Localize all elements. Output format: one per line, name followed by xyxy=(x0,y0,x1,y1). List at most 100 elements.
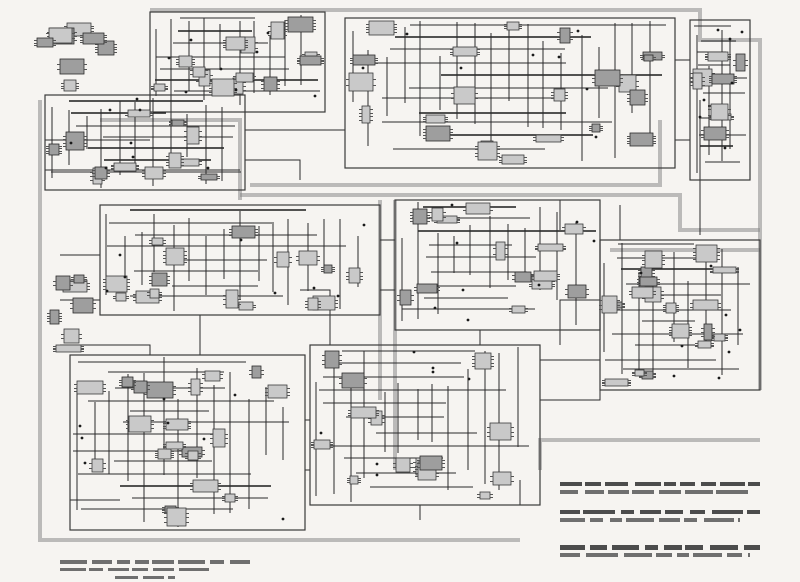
component-pin xyxy=(592,78,595,79)
component-pin xyxy=(71,277,74,278)
component-pin xyxy=(87,283,90,284)
component-pin xyxy=(490,476,493,477)
component-pin xyxy=(167,283,170,284)
component-pin xyxy=(712,328,715,329)
component-pin xyxy=(652,273,655,274)
component-pin xyxy=(493,248,496,249)
component-pin xyxy=(457,220,460,221)
component-pin xyxy=(497,153,500,154)
component-pin xyxy=(632,373,635,374)
component-block xyxy=(695,244,718,263)
component-block xyxy=(506,21,520,31)
component-pin xyxy=(490,481,493,482)
junction-dot xyxy=(273,291,277,295)
component-pin xyxy=(711,346,714,347)
component-pin xyxy=(570,39,573,40)
component-pin xyxy=(711,343,714,344)
component-pin xyxy=(487,436,490,437)
component-pin xyxy=(531,276,534,277)
component-pin xyxy=(330,445,333,446)
junction-dot xyxy=(461,288,465,292)
junction-dot xyxy=(104,166,108,170)
component-pin xyxy=(173,394,176,395)
component-pin xyxy=(563,249,566,250)
bus-trace xyxy=(250,120,662,187)
component-pin xyxy=(557,279,560,280)
component-pin xyxy=(504,26,507,27)
component-block xyxy=(697,340,712,349)
component-pin xyxy=(370,113,373,114)
caption-text-line xyxy=(179,568,209,571)
component-pin xyxy=(423,129,426,130)
component-pin xyxy=(731,116,734,117)
component-pin xyxy=(360,276,363,277)
component-block xyxy=(171,119,185,127)
component-block xyxy=(644,250,663,269)
component-pin xyxy=(167,276,170,277)
component-pin xyxy=(394,24,397,25)
component-pin xyxy=(53,281,56,282)
component-pin xyxy=(186,522,189,523)
component-pin xyxy=(113,296,116,297)
component-pin xyxy=(190,486,193,487)
junction-dot xyxy=(531,53,535,57)
component-pin xyxy=(91,28,94,29)
component-pin xyxy=(711,338,714,339)
component-pin xyxy=(220,378,223,379)
component-block xyxy=(692,299,719,311)
component-pin xyxy=(497,146,500,147)
component-pin xyxy=(617,305,620,306)
component-pin xyxy=(450,54,453,55)
component-pin xyxy=(223,40,226,41)
junction-dot xyxy=(467,377,471,381)
component-pin xyxy=(87,289,90,290)
component-block xyxy=(55,275,71,291)
component-pin xyxy=(114,47,117,48)
component-pin xyxy=(265,392,268,393)
component-pin xyxy=(475,156,478,157)
component-pin xyxy=(188,423,191,424)
component-block xyxy=(604,378,629,387)
component-pin xyxy=(413,471,416,472)
component-pin xyxy=(34,45,37,46)
component-pin xyxy=(330,447,333,448)
junction-dot xyxy=(312,286,316,290)
component-pin xyxy=(76,86,79,87)
component-pin xyxy=(436,476,439,477)
component-pin xyxy=(346,279,349,280)
component-block xyxy=(168,152,182,169)
component-pin xyxy=(181,162,184,163)
component-pin xyxy=(80,37,83,38)
component-pin xyxy=(583,227,586,228)
component-pin xyxy=(185,456,188,457)
component-pin xyxy=(393,463,396,464)
component-pin xyxy=(223,42,226,43)
component-pin xyxy=(693,255,696,256)
component-pin xyxy=(702,81,705,82)
component-pin xyxy=(92,176,95,177)
component-pin xyxy=(627,138,630,139)
component-pin xyxy=(346,85,349,86)
component-pin xyxy=(423,138,426,139)
component-pin xyxy=(475,93,478,94)
component-pin xyxy=(184,124,187,125)
component-block xyxy=(55,344,82,353)
legend-text-line xyxy=(560,490,578,494)
component-pin xyxy=(695,343,698,344)
component-pin xyxy=(176,59,179,60)
component-pin xyxy=(147,389,150,390)
component-pin xyxy=(701,332,704,333)
component-block xyxy=(703,323,713,341)
component-pin xyxy=(427,212,430,213)
component-pin xyxy=(657,282,660,283)
component-pin xyxy=(169,125,172,126)
legend-text-line xyxy=(704,518,734,522)
component-pin xyxy=(46,33,49,34)
bus-trace xyxy=(538,438,760,470)
component-pin xyxy=(287,388,290,389)
component-pin xyxy=(90,176,93,177)
component-block xyxy=(489,422,512,441)
component-pin xyxy=(198,453,201,454)
component-block xyxy=(533,270,558,282)
legend-text-line xyxy=(560,553,580,557)
